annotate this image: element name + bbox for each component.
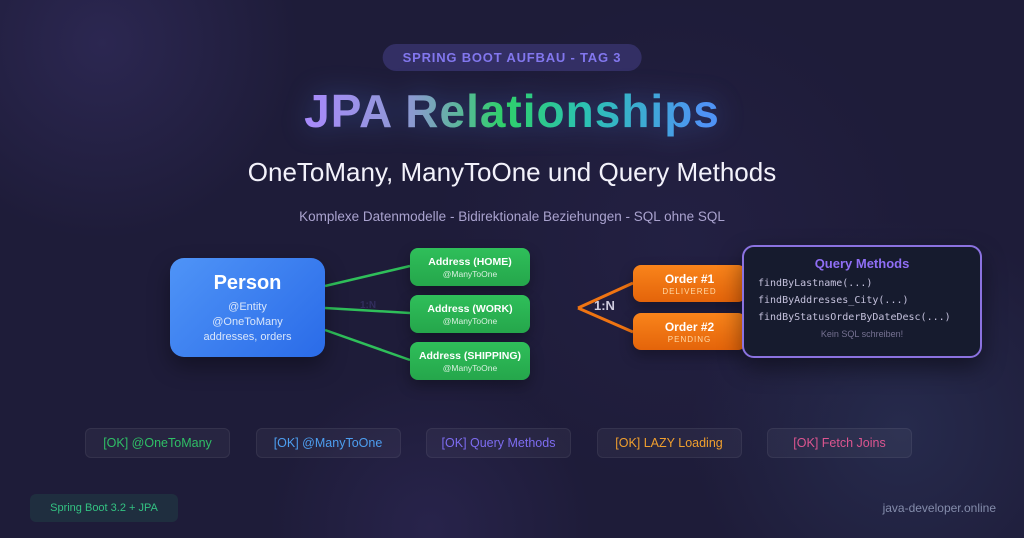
- tech-stack-badge: Spring Boot 3.2 + JPA: [30, 494, 178, 522]
- person-annotation-entity: @Entity: [228, 301, 267, 313]
- person-fields: addresses, orders: [203, 331, 292, 343]
- checklist-item-fetch-joins: [OK] Fetch Joins: [767, 428, 912, 458]
- page-subtitle: OneToMany, ManyToOne und Query Methods: [247, 157, 777, 187]
- address-shipping-annotation: @ManyToOne: [442, 362, 498, 373]
- person-entity-card: Person @Entity @OneToMany addresses, ord…: [170, 258, 325, 357]
- order-1-title: Order #1: [664, 271, 715, 286]
- order-1-card: Order #1 DELIVERED: [633, 265, 746, 302]
- person-entity-title: Person: [213, 272, 282, 294]
- address-shipping-card: Address (SHIPPING) @ManyToOne: [410, 342, 530, 380]
- website-label: java-developer.online: [882, 501, 996, 515]
- address-work-card: Address (WORK) @ManyToOne: [410, 295, 530, 333]
- order-1-status: DELIVERED: [662, 286, 717, 296]
- feature-checklist: [OK] @OneToMany [OK] @ManyToOne [OK] Que…: [85, 428, 912, 458]
- checklist-item-onetomany: [OK] @OneToMany: [85, 428, 230, 458]
- address-work-annotation: @ManyToOne: [442, 315, 498, 326]
- address-work-title: Address (WORK): [427, 302, 513, 315]
- query-methods-title: Query Methods: [814, 256, 910, 271]
- order-2-status: PENDING: [667, 334, 712, 344]
- checklist-item-query-methods: [OK] Query Methods: [426, 428, 571, 458]
- page-title: JPA Relationships: [304, 85, 720, 137]
- person-annotation-onetomany: @OneToMany: [212, 316, 283, 328]
- address-home-card: Address (HOME) @ManyToOne: [410, 248, 530, 286]
- address-shipping-title: Address (SHIPPING): [418, 349, 522, 362]
- query-methods-panel: Query Methods findByLastname(...) findBy…: [742, 245, 982, 358]
- address-home-annotation: @ManyToOne: [442, 268, 498, 279]
- query-method-findbylastname: findByLastname(...): [758, 278, 873, 289]
- order-2-card: Order #2 PENDING: [633, 313, 746, 350]
- query-methods-note: Kein SQL schreiben!: [820, 329, 904, 339]
- order-relation-label: 1:N: [594, 298, 615, 313]
- query-method-findbystatus: findByStatusOrderByDateDesc(...): [758, 312, 951, 323]
- order-2-title: Order #2: [664, 319, 715, 334]
- page-tagline: Komplexe Datenmodelle - Bidirektionale B…: [299, 209, 725, 224]
- checklist-item-manytoone: [OK] @ManyToOne: [255, 428, 401, 458]
- address-home-title: Address (HOME): [428, 255, 512, 268]
- query-method-findbyaddresses-city: findByAddresses_City(...): [758, 295, 909, 306]
- checklist-item-lazy-loading: [OK] LAZY Loading: [596, 428, 742, 458]
- address-relation-label: 1:N: [360, 300, 377, 311]
- event-badge: SPRING BOOT AUFBAU - TAG 3: [382, 44, 642, 71]
